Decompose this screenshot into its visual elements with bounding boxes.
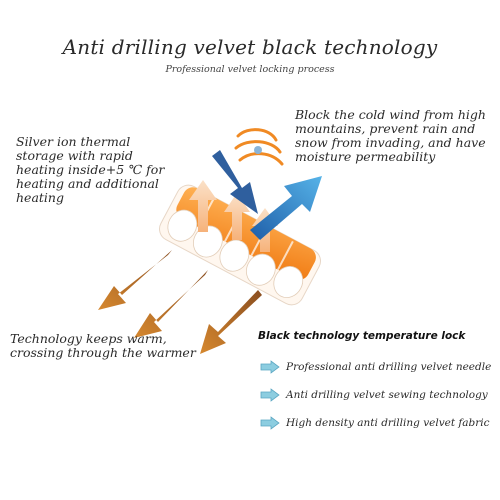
wind-swirl-icon	[234, 128, 284, 166]
warmth-arrow-3	[200, 290, 262, 354]
warmth-arrow-2	[134, 270, 208, 338]
feature-item: High density anti drilling velvet fabric	[260, 416, 490, 430]
feature-item: Anti drilling velvet sewing technology	[260, 388, 488, 402]
keeps-warm-callout: Technology keeps warm, crossing through …	[10, 331, 196, 360]
feature-label: Anti drilling velvet sewing technology	[286, 389, 488, 401]
features-heading: Black technology temperature lock	[258, 330, 466, 342]
page-subtitle: Professional velvet locking process	[165, 64, 335, 75]
feature-item: Professional anti drilling velvet needle	[260, 360, 491, 374]
heat-arrow-2	[224, 193, 250, 240]
feature-label: Professional anti drilling velvet needle	[286, 361, 492, 373]
page-title: Anti drilling velvet black technology	[62, 35, 438, 59]
block-wind-callout: Block the cold wind from high mountains,…	[295, 107, 486, 164]
right-arrow-icon	[260, 360, 280, 374]
feature-label: High density anti drilling velvet fabric	[286, 417, 490, 429]
warmth-arrows-group	[98, 250, 262, 354]
warmth-arrow-1	[98, 250, 172, 310]
silver-ion-callout: Silver ion thermal storage with rapid he…	[16, 134, 165, 205]
right-arrow-icon	[260, 388, 280, 402]
moisture-arrow	[250, 176, 322, 240]
heat-arrow-1	[189, 180, 217, 232]
right-arrow-icon	[260, 416, 280, 430]
cold-wind-arrow	[212, 150, 258, 214]
